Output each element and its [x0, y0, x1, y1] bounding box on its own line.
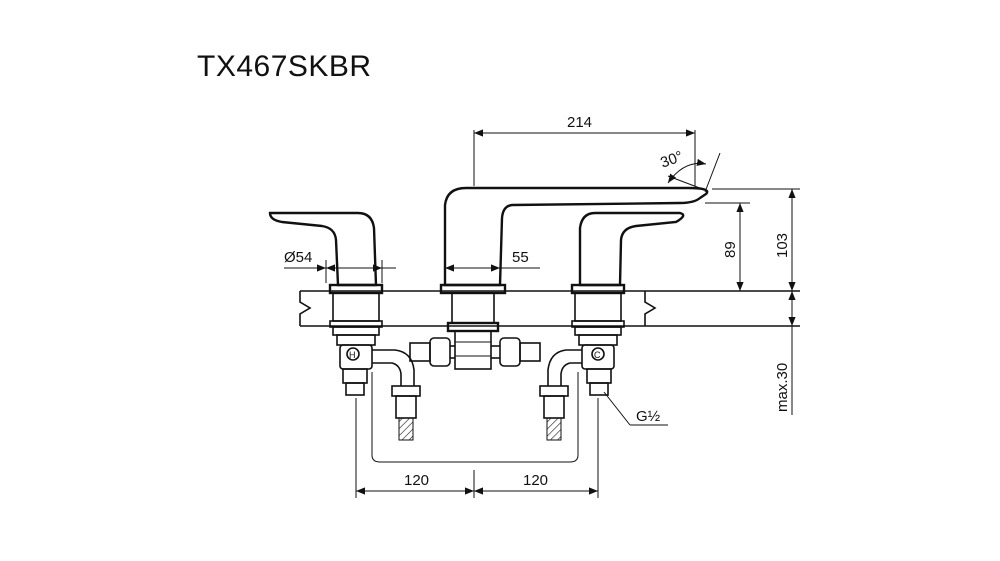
- dim-spout-reach: 214: [473, 114, 696, 186]
- dim-spout-angle: 30°: [658, 148, 721, 193]
- spout: [439, 186, 709, 370]
- dim-handle-spacing: 120 120: [355, 398, 599, 498]
- dim-spout-height: 89: [705, 202, 750, 291]
- dim-spout-base: 55: [445, 249, 540, 272]
- dim-left-spacing-label: 120: [404, 472, 429, 489]
- left-valve-assembly: H: [336, 334, 455, 441]
- dim-spout-reach-label: 214: [567, 114, 592, 131]
- dim-handle-diameter-label: Ø54: [284, 249, 312, 266]
- right-valve-assembly: C: [491, 334, 618, 441]
- dim-spout-angle-label: 30°: [658, 148, 685, 172]
- right-handle: [570, 211, 685, 336]
- thread-callout: G½: [603, 391, 668, 426]
- deck-outline: [299, 290, 800, 327]
- cold-marker: C: [594, 350, 601, 360]
- supply-hose: [371, 372, 579, 463]
- deck-break-left: [299, 291, 312, 326]
- dim-handle-diameter: Ø54: [284, 249, 396, 283]
- dim-right-spacing-label: 120: [523, 472, 548, 489]
- model-title: TX467SKBR: [197, 50, 372, 83]
- dim-deck-thickness-label: max.30: [774, 363, 791, 412]
- dim-spout-height-label: 89: [722, 241, 739, 258]
- deck-break-right: [644, 291, 657, 326]
- hot-marker: H: [349, 350, 356, 360]
- dim-handle-height-label: 103: [774, 233, 791, 258]
- dim-deck-thickness: max.30: [774, 291, 796, 415]
- thread-callout-label: G½: [636, 408, 661, 425]
- dim-spout-base-label: 55: [512, 249, 529, 266]
- dim-handle-height: 103: [712, 188, 800, 291]
